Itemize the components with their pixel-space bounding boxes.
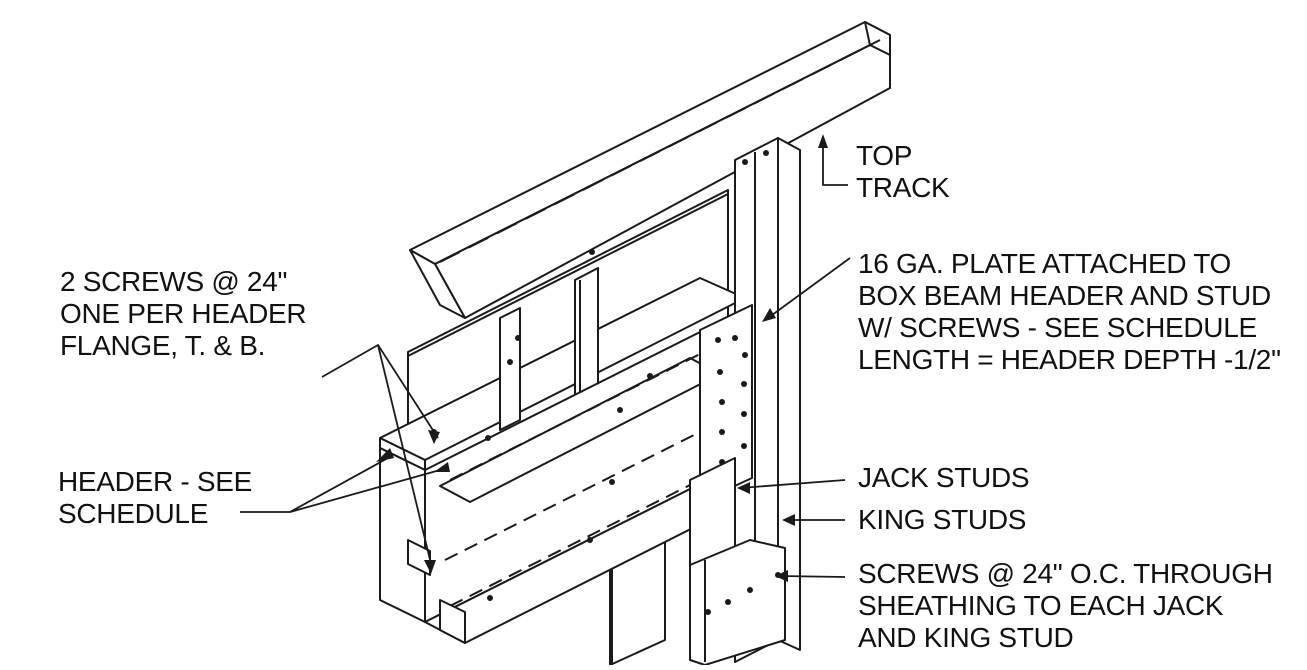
ga-plate: [699, 304, 753, 503]
label-sheathing-screws: SCREWS @ 24" O.C. THROUGH SHEATHING TO E…: [858, 558, 1273, 654]
label-screws-header-line-1: 2 SCREWS @ 24": [60, 266, 288, 297]
label-sheathing-screws-line-1: SCREWS @ 24" O.C. THROUGH: [858, 558, 1273, 589]
top-track: [409, 21, 891, 319]
label-plate-line-4: LENGTH = HEADER DEPTH -1/2": [858, 344, 1281, 375]
label-jack-studs: JACK STUDS: [858, 462, 1030, 493]
label-screws-header-line-2: ONE PER HEADER: [60, 298, 307, 329]
label-header-line-1: HEADER - SEE: [58, 466, 252, 497]
label-screws-header: 2 SCREWS @ 24" ONE PER HEADER FLANGE, T.…: [60, 266, 307, 362]
leader-plate: [767, 257, 851, 319]
leader-header-2: [289, 469, 441, 513]
label-header-line-2: SCHEDULE: [58, 498, 209, 529]
label-plate-line-2: BOX BEAM HEADER AND STUD: [858, 280, 1271, 311]
label-sheathing-screws-line-3: AND KING STUD: [858, 622, 1074, 653]
label-king-studs: KING STUDS: [858, 504, 1027, 535]
label-top-track: TOP TRACK: [856, 140, 950, 204]
label-top-track-line-2: TRACK: [856, 172, 950, 203]
label-screws-header-line-3: FLANGE, T. & B.: [60, 330, 266, 361]
label-top-track-line-1: TOP: [856, 140, 913, 171]
arrowheads: [376, 134, 828, 582]
sheathing-panel: [689, 539, 786, 666]
leader-header: [240, 457, 389, 513]
label-plate-line-3: W/ SCREWS - SEE SCHEDULE: [858, 312, 1257, 343]
label-sheathing-screws-line-2: SHEATHING TO EACH JACK: [858, 590, 1224, 621]
king-stud: [734, 137, 801, 663]
label-plate-line-1: 16 GA. PLATE ATTACHED TO: [858, 248, 1231, 279]
label-plate: 16 GA. PLATE ATTACHED TO BOX BEAM HEADER…: [858, 248, 1281, 376]
leader-top-track: [822, 140, 848, 186]
header-bottom-lip: [407, 539, 466, 644]
label-header: HEADER - SEE SCHEDULE: [58, 466, 252, 530]
cripple-studs: [499, 267, 599, 431]
leader-sheathing-screws: [779, 575, 846, 578]
leader-screws-header-2: [377, 344, 433, 569]
leader-jack-studs: [739, 479, 846, 489]
leader-lines: [240, 140, 851, 578]
screw-dots: [431, 150, 781, 615]
